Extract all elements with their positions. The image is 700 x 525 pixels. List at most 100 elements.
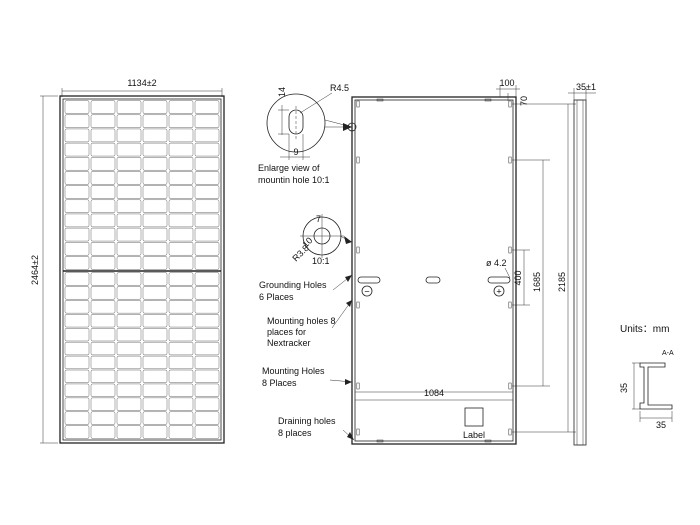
- frame-hole: [356, 428, 360, 436]
- solar-cell: [142, 272, 168, 286]
- solar-cell: [64, 425, 90, 439]
- solar-cell: [90, 171, 116, 185]
- solar-cell: [90, 272, 116, 286]
- rear-view: 100 70 2185 1685 400 ø 4.2 1084 − + Labe…: [351, 78, 576, 445]
- solar-cell: [116, 341, 142, 356]
- solar-cell: [142, 114, 168, 128]
- solar-cell: [116, 383, 142, 397]
- solar-cell: [168, 199, 194, 213]
- solar-cell: [116, 142, 142, 157]
- rear-hole-pattern: [356, 98, 512, 443]
- solar-cell: [194, 199, 220, 213]
- solar-cell: [194, 227, 220, 242]
- solar-cell: [142, 369, 168, 383]
- callout-nextracker-line1: Mounting holes 8: [267, 316, 336, 326]
- solar-cell: [116, 227, 142, 242]
- solar-cell: [116, 411, 142, 425]
- solar-cell: [64, 213, 90, 228]
- solar-cell: [168, 142, 194, 157]
- solar-cell: [116, 425, 142, 439]
- solar-cell: [64, 185, 90, 199]
- solar-cell: [142, 397, 168, 411]
- side-view: 35±1: [568, 82, 596, 446]
- solar-cell: [64, 411, 90, 425]
- solar-cell: [194, 213, 220, 228]
- rear-frame-outer: [351, 96, 517, 445]
- draining-hole: [484, 439, 492, 443]
- solar-cell: [194, 369, 220, 383]
- solar-cell: [90, 199, 116, 213]
- solar-cell: [90, 213, 116, 228]
- frame-hole: [508, 301, 512, 309]
- frame-hole: [356, 301, 360, 309]
- solar-cell: [142, 199, 168, 213]
- frame-hole: [356, 156, 360, 164]
- front-width-label: 1134±2: [127, 78, 156, 88]
- solar-cell: [64, 369, 90, 383]
- detail-radius-label: R4.5: [330, 83, 349, 93]
- draining-hole: [376, 98, 384, 102]
- solar-cell: [194, 425, 220, 439]
- rear-dim-1685: 1685: [532, 272, 542, 292]
- solar-cell: [168, 369, 194, 383]
- frame-hole: [356, 100, 360, 108]
- solar-cell: [142, 314, 168, 328]
- rear-hole-diameter: ø 4.2: [486, 258, 507, 268]
- solar-cell: [168, 383, 194, 397]
- callout-nextracker-line3: Nextracker: [267, 338, 311, 348]
- solar-cell: [194, 142, 220, 157]
- solar-cell: [168, 213, 194, 228]
- frame-hole: [508, 100, 512, 108]
- solar-cell: [168, 171, 194, 185]
- solar-cell: [116, 355, 142, 370]
- solar-cell: [168, 227, 194, 242]
- positive-terminal-icon: [493, 285, 505, 297]
- solar-cell: [168, 185, 194, 199]
- solar-cell: [116, 256, 142, 270]
- panel-frame-outer: [59, 95, 225, 444]
- solar-cell: [168, 256, 194, 270]
- solar-cell: [90, 397, 116, 411]
- rear-dim-400: 400: [513, 270, 523, 285]
- rear-frame-inner: [354, 99, 514, 442]
- label-box-text: Label: [463, 430, 485, 440]
- solar-cell: [194, 341, 220, 356]
- solar-cell: [64, 272, 90, 286]
- solar-cell: [64, 397, 90, 411]
- negative-symbol: −: [364, 287, 369, 297]
- mounting-slot-center: [425, 276, 441, 284]
- solar-cell: [90, 256, 116, 270]
- grounding-hole-detail: 7 10 R3.8 10:1: [290, 214, 353, 266]
- solar-cell: [194, 355, 220, 370]
- solar-cell: [142, 411, 168, 425]
- solar-cell: [116, 286, 142, 300]
- solar-cell: [194, 114, 220, 128]
- rear-dim-1084: 1084: [424, 388, 444, 398]
- solar-cell: [90, 314, 116, 328]
- solar-cell: [194, 314, 220, 328]
- solar-cell: [64, 286, 90, 300]
- solar-cell: [142, 383, 168, 397]
- solar-cell: [64, 355, 90, 370]
- label-box: [464, 407, 484, 427]
- mounting-hole-detail: 14 R4.5 9 Enlarge view of mountin hole 1…: [258, 83, 357, 185]
- section-a-a: Units：mm A-A 35 35: [619, 324, 674, 430]
- solar-cell: [194, 128, 220, 143]
- solar-cell: [90, 383, 116, 397]
- solar-cell: [142, 425, 168, 439]
- callout-labels: Grounding Holes 6 Places Mounting holes …: [259, 274, 355, 441]
- solar-cell: [194, 272, 220, 286]
- solar-cell: [116, 213, 142, 228]
- solar-cell: [64, 171, 90, 185]
- solar-cell: [90, 300, 116, 314]
- solar-cell: [116, 114, 142, 128]
- solar-cell: [142, 341, 168, 356]
- solar-cell: [168, 397, 194, 411]
- solar-cell: [142, 286, 168, 300]
- solar-cell: [116, 157, 142, 171]
- solar-cell: [194, 300, 220, 314]
- solar-cell: [64, 142, 90, 157]
- solar-cell: [90, 341, 116, 356]
- solar-cell: [142, 355, 168, 370]
- side-profile-inner: [576, 99, 584, 446]
